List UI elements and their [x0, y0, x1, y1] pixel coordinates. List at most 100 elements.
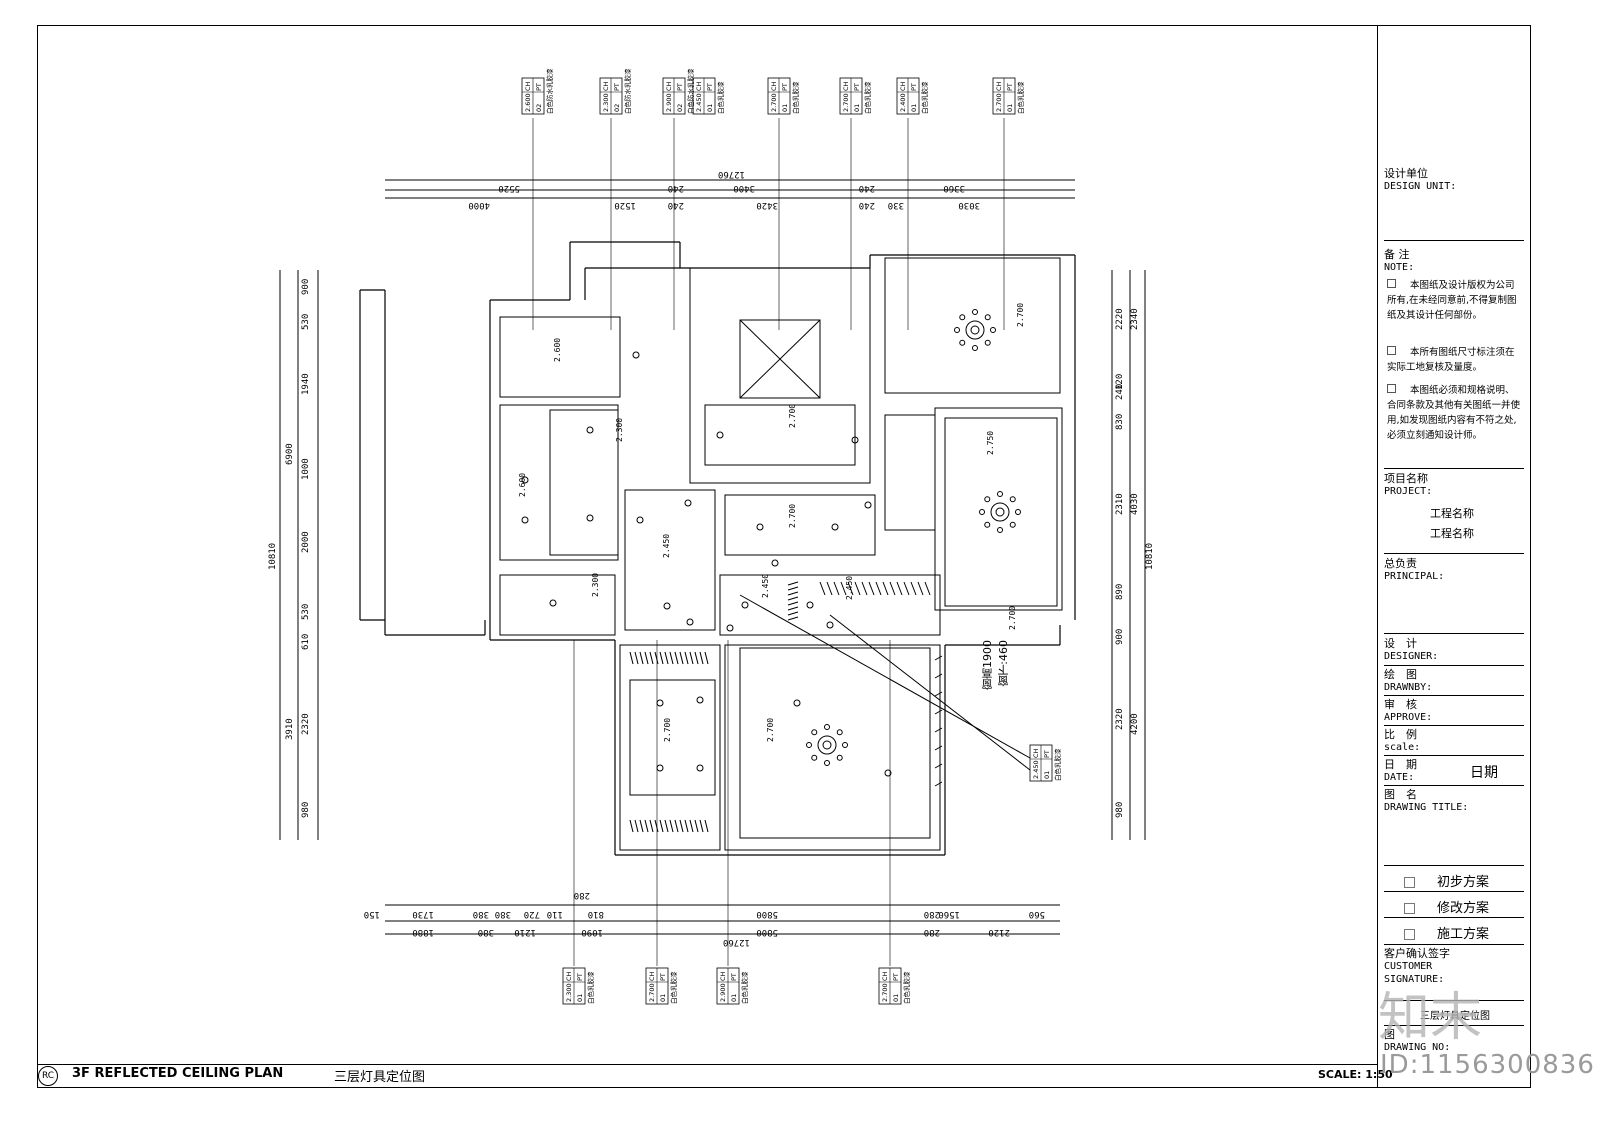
tb-divider: [1384, 240, 1524, 241]
tb-divider: [1384, 865, 1524, 866]
tag-pt-value: 01: [1006, 104, 1014, 112]
closet-hatch: [882, 581, 889, 596]
tag-ch-value: 2.700: [995, 93, 1003, 112]
tb-divider: [1384, 1025, 1524, 1026]
tag-material: 白色乳胶漆: [669, 971, 678, 1004]
signature-label: 客户确认签字 CUSTOMER SIGNATURE:: [1384, 947, 1450, 985]
chandelier-bulb: [806, 742, 812, 748]
tag-ch-value: 2.900: [665, 93, 673, 112]
closet-hatch: [787, 606, 799, 611]
left-total: 6900: [285, 443, 295, 465]
tag-material: 白色乳胶漆: [1053, 748, 1062, 781]
option-construction[interactable]: 施工方案: [1404, 923, 1489, 942]
closet-hatch: [833, 581, 840, 596]
downlight-symbol: [696, 764, 704, 772]
drawing-frame: [37, 25, 1531, 1088]
downlight-symbol: [806, 601, 814, 609]
tag-pt-value: 01: [576, 994, 584, 1002]
bottom-dim-row2: 2120: [988, 927, 1010, 937]
rc-symbol: RC: [38, 1066, 58, 1086]
ceiling-height-label: 2.600: [553, 338, 562, 362]
note-1: 本图纸及设计版权为公司所有,在未经同意前,不得复制图纸及其设计任何部份。: [1387, 279, 1517, 321]
top-dim-mid: 3400: [733, 183, 755, 193]
tag-pt-label: PT: [781, 83, 789, 91]
bottom-dim-row2: 5800: [756, 927, 778, 937]
small-room-ceiling: [499, 574, 616, 636]
bottom-dim-row1: 5800: [756, 909, 778, 919]
chandelier-symbol: [817, 735, 837, 755]
left-total: 3910: [285, 718, 295, 740]
left-dim: 610: [301, 634, 311, 650]
note-2: 本所有图纸尺寸标注须在实际工地复核及量度。: [1387, 346, 1515, 373]
top-dim-inner: 3030: [958, 200, 980, 210]
downlight-symbol: [726, 624, 734, 632]
closet-hatch: [654, 651, 659, 665]
tag-ch-label: CH: [881, 971, 889, 981]
date-value: 日期: [1470, 765, 1498, 781]
date-label: 日 期 DATE:: [1384, 758, 1417, 783]
chandelier-bulb: [984, 496, 991, 503]
plan-title-strip: [37, 1064, 1377, 1088]
top-dim-mid: 240: [859, 183, 875, 193]
tag-pt-label: PT: [1006, 83, 1014, 91]
tag-pt-label: PT: [659, 973, 667, 981]
tag-leader: [829, 614, 1031, 771]
downlight-symbol: [851, 436, 859, 444]
closet-hatch: [787, 596, 799, 601]
tag-ch-value: 2.300: [565, 983, 573, 1002]
closet-hatch: [659, 819, 664, 833]
ceiling-height-label: 2.700: [663, 718, 672, 742]
tb-divider: [1384, 665, 1524, 666]
closet-hatch: [659, 651, 664, 665]
left-dim: 900: [301, 279, 311, 295]
closet-hatch: [679, 651, 684, 665]
tb-divider: [1384, 725, 1524, 726]
top-dim-mid: 3360: [943, 183, 965, 193]
option-revision[interactable]: 修改方案: [1404, 897, 1489, 916]
tb-divider: [1384, 785, 1524, 786]
ceiling-height-label: 2.300: [615, 418, 624, 442]
closet-hatch: [787, 611, 799, 616]
tag-material: 白色乳胶漆: [920, 81, 929, 114]
tb-divider: [1384, 917, 1524, 918]
chandelier-bulb: [811, 729, 818, 736]
tag-ch-label: CH: [695, 81, 703, 91]
tag-ch-value: 2.450: [695, 93, 703, 112]
chandelier-bulb: [1009, 496, 1016, 503]
chandelier-core: [995, 507, 1005, 517]
tag-ch-label: CH: [648, 971, 656, 981]
bottom-dim-row1: 150: [364, 909, 380, 919]
right-dim: 890: [1115, 584, 1125, 600]
tag-ch-label: CH: [665, 81, 673, 91]
note-3: 本图纸必须和规格说明、合同条款及其他有关图纸一并使用,如发现图纸内容有不符之处,…: [1387, 384, 1521, 441]
closet-hatch: [639, 819, 644, 833]
closet-hatch: [840, 581, 847, 596]
living-inner: [739, 647, 931, 839]
tag-ch-label: CH: [602, 81, 610, 91]
right-dim: 980: [1115, 802, 1125, 818]
drawing-title-label: 图 名 DRAWING TITLE:: [1384, 788, 1469, 813]
drawing-no-label: 图 DRAWING NO:: [1384, 1028, 1451, 1053]
chandelier-bulb: [824, 724, 830, 730]
closet-hatch: [649, 651, 654, 665]
tag-pt-value: 02: [535, 104, 543, 112]
closet-hatch: [664, 651, 669, 665]
closet-hatch: [787, 581, 799, 586]
closet-hatch: [694, 651, 699, 665]
bottom-dim-row2: 1090: [581, 927, 603, 937]
plan-title-en: 3F REFLECTED CEILING PLAN: [72, 1066, 284, 1081]
downlight-symbol: [716, 431, 724, 439]
top-dim-mid: 5520: [498, 183, 520, 193]
downlight-symbol: [521, 516, 529, 524]
chandelier-bulb: [984, 521, 991, 528]
downlight-symbol: [884, 769, 892, 777]
closet-hatch: [679, 819, 684, 833]
right-dim: 2220: [1115, 308, 1125, 330]
option-preliminary[interactable]: 初步方案: [1404, 871, 1489, 890]
chandelier-bulb: [1009, 521, 1016, 528]
closet-hatch: [819, 581, 826, 596]
ceiling-height-label: 2.450: [662, 534, 671, 558]
downlight-symbol: [632, 351, 640, 359]
